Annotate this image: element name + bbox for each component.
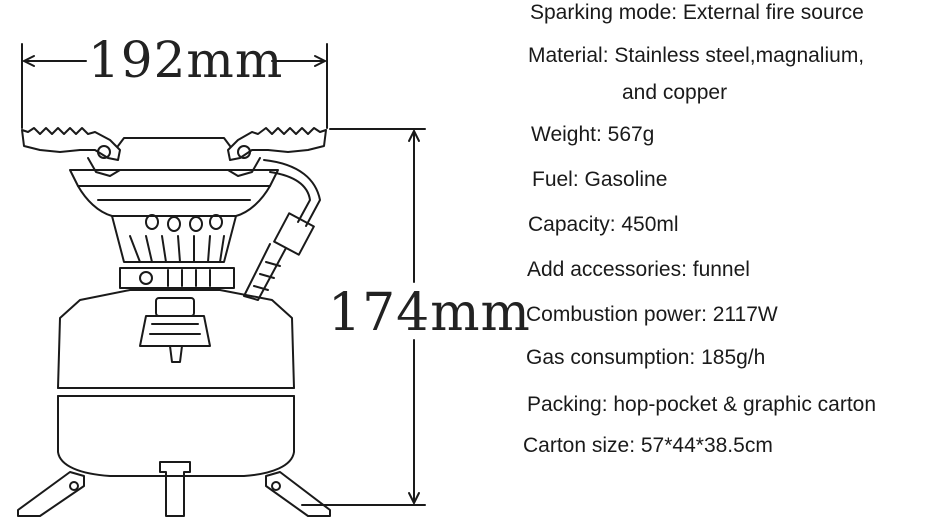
clamp-band <box>119 267 235 289</box>
width-dimension-label: 192mm <box>88 31 284 89</box>
spec-capacity: Capacity: 450ml <box>528 213 679 236</box>
spec-weight: Weight: 567g <box>531 123 655 146</box>
spec-carton-size: Carton size: 57*44*38.5cm <box>523 434 773 457</box>
spec-material: Material: Stainless steel,magnalium, <box>528 44 865 67</box>
height-dimension-line <box>301 128 426 506</box>
fuel-cap <box>139 297 211 363</box>
spec-gas-consumption: Gas consumption: 185g/h <box>526 346 766 369</box>
width-dimension-line <box>21 43 328 129</box>
spec-accessories: Add accessories: funnel <box>527 258 750 281</box>
spec-packing: Packing: hop-pocket & graphic carton <box>527 393 877 416</box>
pot-support-arms <box>21 127 327 177</box>
spec-material-continued: and copper <box>622 81 728 104</box>
spec-combustion-power: Combustion power: 2117W <box>526 303 778 326</box>
burner-bowl <box>69 169 279 263</box>
fuel-tank <box>57 289 295 477</box>
height-dimension-label: 174mm <box>328 283 531 343</box>
spec-sparking-mode: Sparking mode: External fire source <box>530 1 864 24</box>
fuel-line <box>243 159 321 301</box>
spec-fuel: Fuel: Gasoline <box>532 168 668 191</box>
legs <box>17 461 331 517</box>
